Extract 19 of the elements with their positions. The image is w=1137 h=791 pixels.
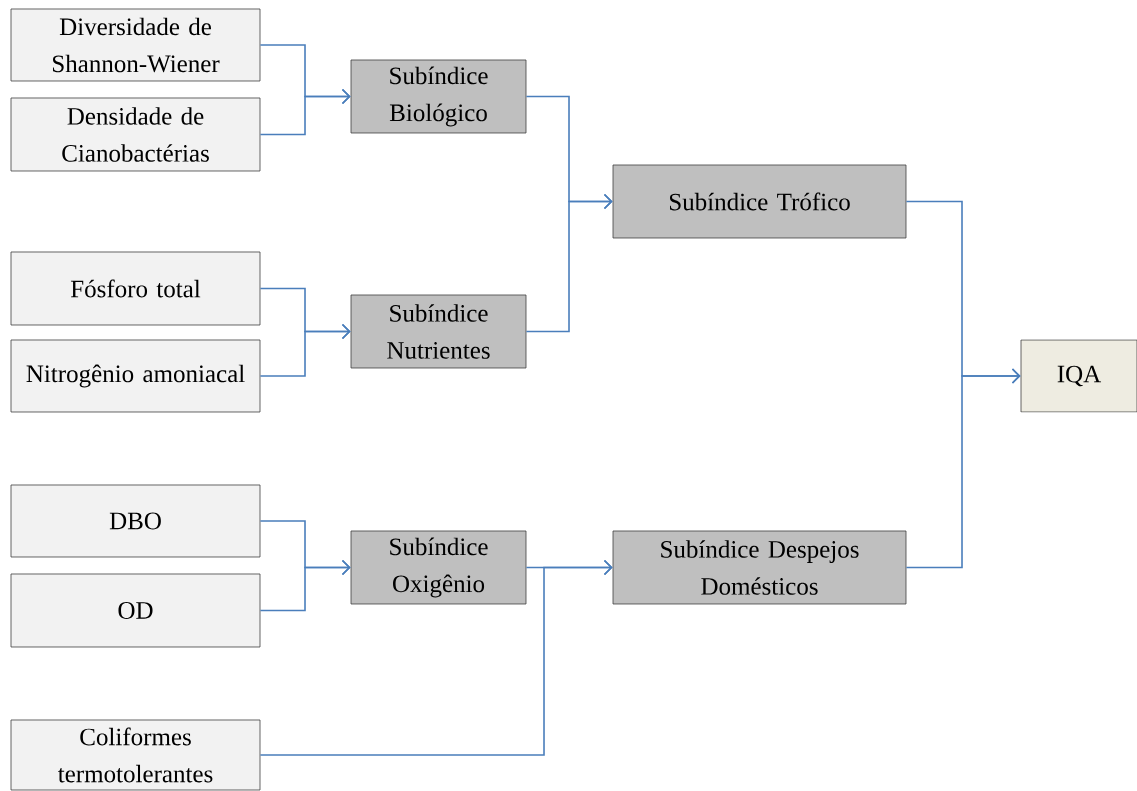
- connector-arrow: [259, 559, 351, 612]
- connector-arrow: [525, 193, 613, 333]
- parameter-box: DBO: [10, 484, 261, 558]
- subindex-box: Subíndice Trófico: [612, 164, 907, 239]
- subindex-box: Subíndice Nutrientes: [350, 294, 527, 369]
- connector-arrow: [259, 323, 351, 377]
- subindex-box: Subíndice Oxigênio: [350, 530, 527, 605]
- connector-arrow: [259, 559, 613, 756]
- connector-arrow: [259, 88, 351, 136]
- subindex-box: Subíndice Despejos Domésticos: [612, 530, 907, 605]
- parameter-box: Nitrogênio amoniacal: [10, 339, 261, 413]
- parameter-box: Densidade de Cianobactérias: [10, 97, 261, 172]
- connector-arrow: [905, 368, 1021, 569]
- parameter-box: Diversidade de Shannon-Wiener: [10, 8, 261, 82]
- parameter-box: OD: [10, 573, 261, 648]
- subindex-box: Subíndice Biológico: [350, 59, 527, 134]
- parameter-box: Fósforo total: [10, 251, 261, 326]
- index-box: IQA: [1020, 339, 1137, 413]
- parameter-box: Coliformes termotolerantes: [10, 719, 261, 791]
